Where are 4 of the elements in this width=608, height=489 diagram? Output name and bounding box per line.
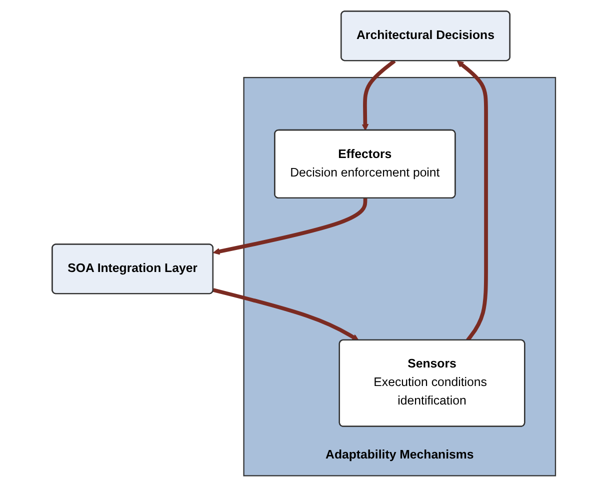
arrow: [213, 288, 360, 340]
arrow: [362, 58, 396, 130]
arrow: [456, 60, 488, 341]
arrow: [213, 198, 368, 254]
